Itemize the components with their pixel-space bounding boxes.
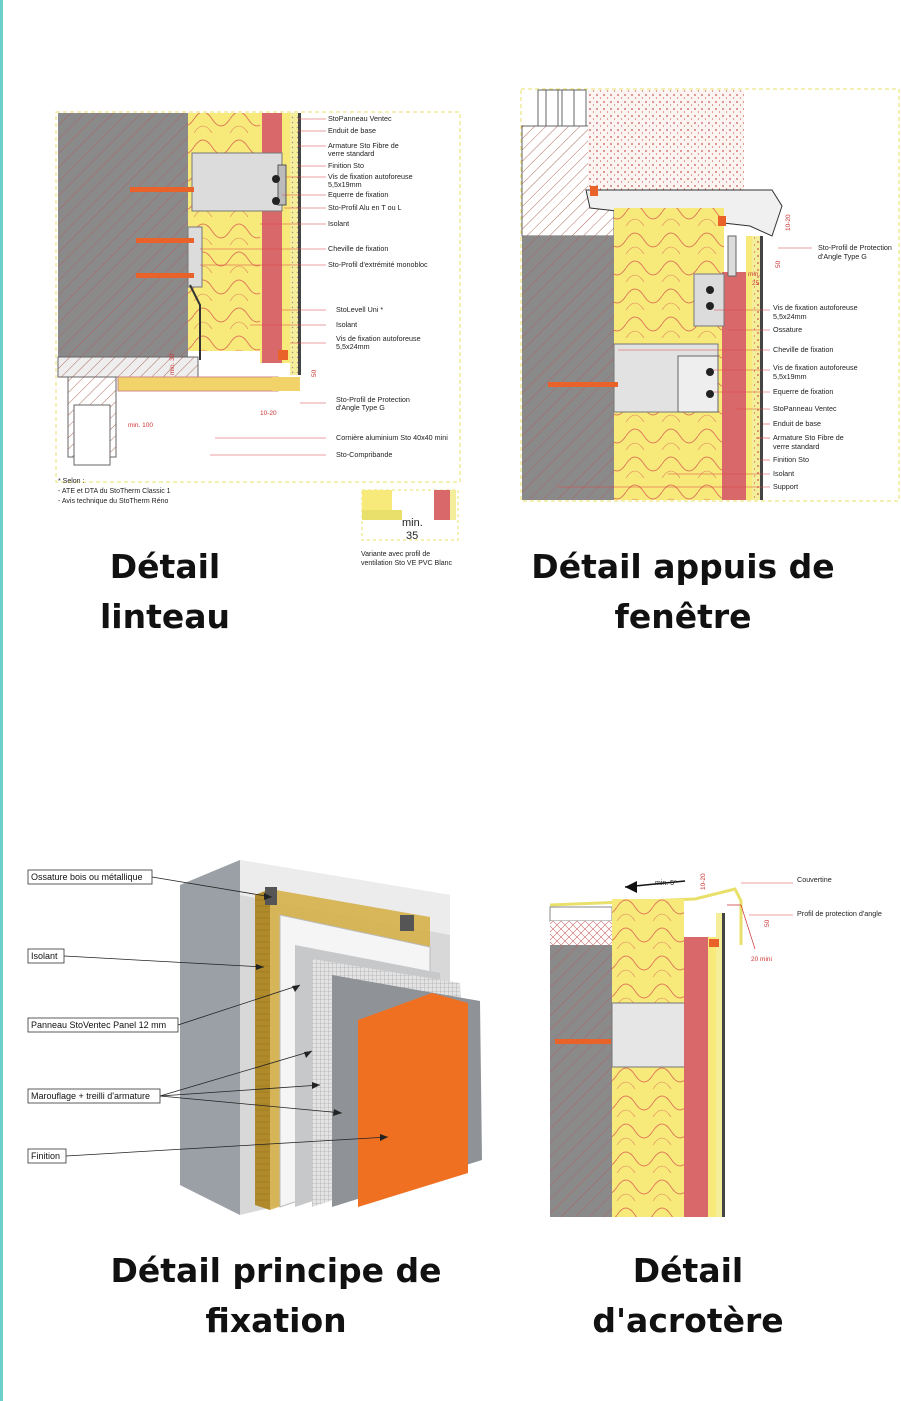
appuis-label: verre standard bbox=[773, 442, 819, 451]
caption-appuis-line2: fenêtre bbox=[614, 597, 752, 636]
fixation-label: Marouflage + treilli d'armature bbox=[31, 1091, 150, 1101]
note-line: - Avis technique du StoTherm Réno bbox=[58, 498, 168, 505]
acrotere-label: Couvertine bbox=[797, 875, 832, 884]
linteau-label: 5,5x24mm bbox=[336, 342, 370, 351]
appuis-label: Isolant bbox=[773, 469, 794, 478]
appuis-label: 5,5x19mm bbox=[773, 372, 807, 381]
appuis-label: StoPanneau Ventec bbox=[773, 404, 837, 413]
linteau-label: Finition Sto bbox=[328, 161, 364, 170]
dim-min100: min. 100 bbox=[128, 422, 153, 429]
teal-edge-stripe bbox=[0, 0, 3, 1401]
linteau-label: Sto-Compribande bbox=[336, 450, 392, 459]
linteau-drawing: StoPanneau Ventec Enduit de base Armatur… bbox=[55, 111, 461, 567]
appuis-label: d'Angle Type G bbox=[818, 252, 867, 261]
appuis-label: Equerre de fixation bbox=[773, 387, 833, 396]
caption-fixation-line2: fixation bbox=[205, 1301, 347, 1340]
linteau-label: Sto-Profil de Protection bbox=[336, 395, 410, 404]
dim-25: 25 bbox=[752, 280, 760, 287]
linteau-label: Sto-Profil Alu en T ou L bbox=[328, 203, 402, 212]
dim-min30: min. 30 bbox=[169, 353, 176, 375]
linteau-label: d'Angle Type G bbox=[336, 403, 385, 412]
caption-linteau: Détail linteau bbox=[99, 547, 231, 636]
fixation-label: Ossature bois ou métallique bbox=[31, 872, 143, 882]
linteau-label: Vis de fixation autoforeuse bbox=[336, 334, 421, 343]
linteau-label: verre standard bbox=[328, 149, 374, 158]
linteau-label: 5,5x19mm bbox=[328, 180, 362, 189]
variant-note: ventilation Sto VE PVC Blanc bbox=[361, 560, 453, 567]
linteau-label: StoPanneau Ventec bbox=[328, 114, 392, 123]
caption-fixation-line1: Détail principe de bbox=[110, 1251, 442, 1290]
appuis-label: Armature Sto Fibre de bbox=[773, 433, 844, 442]
appuis-label: Sto-Profil de Protection bbox=[818, 243, 892, 252]
linteau-label: Isolant bbox=[328, 219, 349, 228]
linteau-label: StoLevell Uni * bbox=[336, 305, 383, 314]
note-line: - ATE et DTA du StoTherm Classic 1 bbox=[58, 488, 171, 495]
caption-appuis-line1: Détail appuis de bbox=[531, 547, 835, 586]
appuis-label: Enduit de base bbox=[773, 419, 821, 428]
variant-value: 35 bbox=[406, 530, 418, 542]
fixation-label: Finition bbox=[31, 1151, 60, 1161]
linteau-label: Armature Sto Fibre de bbox=[328, 141, 399, 150]
fixation-label: Panneau StoVentec Panel 12 mm bbox=[31, 1020, 166, 1030]
variant-note: Variante avec profil de bbox=[361, 551, 430, 558]
appuis-label: Vis de fixation autoforeuse bbox=[773, 363, 858, 372]
appuis-drawing: Sto-Profil de Protection d'Angle Type G … bbox=[520, 88, 900, 502]
caption-acrotere: Détail d'acrotère bbox=[592, 1251, 784, 1340]
appuis-label: Cheville de fixation bbox=[773, 345, 833, 354]
note-line: * Selon : bbox=[58, 478, 85, 485]
dim-min: min. bbox=[748, 271, 760, 278]
linteau-label: Isolant bbox=[336, 320, 357, 329]
dim-10-20: 10-20 bbox=[700, 873, 707, 890]
linteau-label: Cheville de fixation bbox=[328, 244, 388, 253]
dim-slope: min. 5° bbox=[655, 879, 677, 887]
dim-50: 50 bbox=[764, 919, 771, 927]
appuis-label: Support bbox=[773, 482, 798, 491]
acrotere-label: Profil de protection d'angle bbox=[797, 909, 882, 918]
dim-10-20: 10-20 bbox=[785, 214, 792, 231]
linteau-label: Sto-Profil d'extrémité monobloc bbox=[328, 260, 428, 269]
linteau-label: Equerre de fixation bbox=[328, 190, 388, 199]
linteau-label: Cornière aluminium Sto 40x40 mini bbox=[336, 433, 448, 442]
variant-min: min. bbox=[402, 517, 423, 529]
acrotere-drawing: Couvertine Profil de protection d'angle … bbox=[549, 873, 882, 1217]
appuis-label: Ossature bbox=[773, 325, 802, 334]
appuis-label: Finition Sto bbox=[773, 455, 809, 464]
dim-10-20: 10-20 bbox=[260, 410, 277, 417]
dim-50: 50 bbox=[311, 369, 318, 377]
linteau-label: Vis de fixation autoforeuse bbox=[328, 172, 413, 181]
appuis-label: Vis de fixation autoforeuse bbox=[773, 303, 858, 312]
fixation-label: Isolant bbox=[31, 951, 58, 961]
fixation-drawing: Ossature bois ou métallique Isolant Pann… bbox=[27, 860, 482, 1215]
linteau-label: Enduit de base bbox=[328, 126, 376, 135]
dim-20-mini: 20 mini bbox=[751, 956, 772, 963]
appuis-label: 5,5x24mm bbox=[773, 312, 807, 321]
dim-50: 50 bbox=[775, 260, 782, 268]
